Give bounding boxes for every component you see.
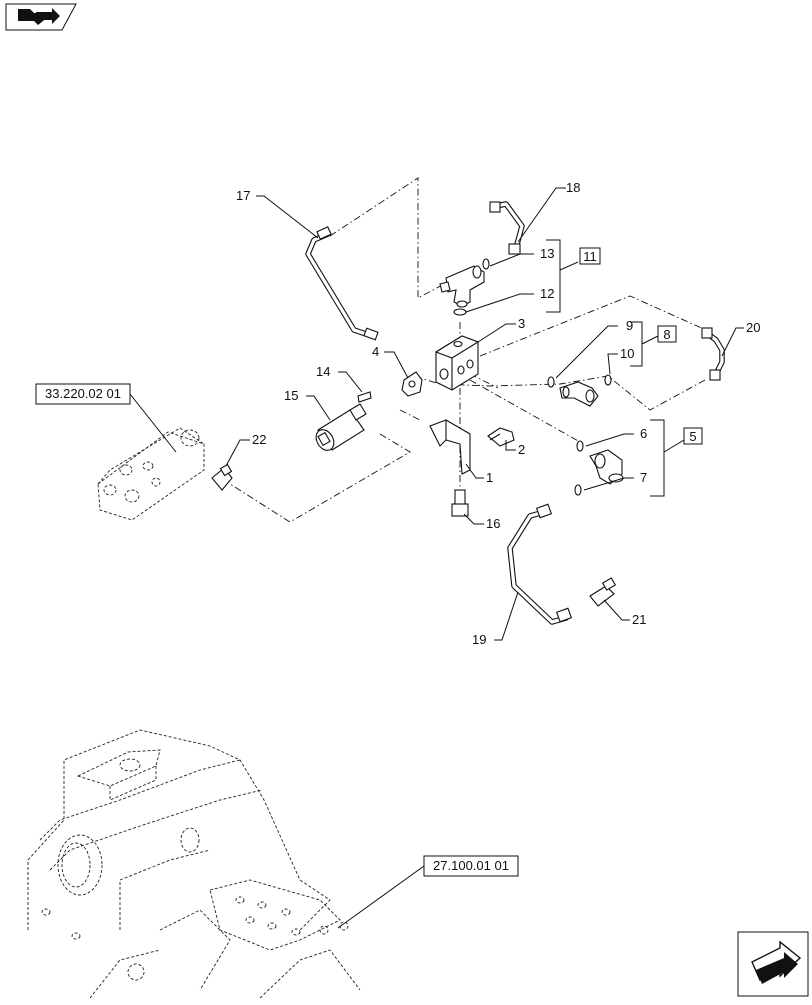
callout-box-11[interactable]: 11 — [579, 247, 601, 265]
callout-6[interactable]: 6 — [585, 426, 647, 447]
pipe-20[interactable] — [701, 327, 725, 381]
callout-22[interactable]: 22 — [225, 432, 266, 467]
callout-8: 8 — [663, 327, 670, 342]
valve-assembly-ghost — [97, 427, 205, 521]
callout-2[interactable]: 2 — [505, 440, 525, 457]
callout-20[interactable]: 20 — [721, 320, 760, 357]
svg-text:15: 15 — [284, 388, 298, 403]
svg-text:14: 14 — [316, 364, 330, 379]
screw-14[interactable] — [357, 391, 372, 403]
callout-17[interactable]: 17 — [236, 188, 319, 239]
callout-16[interactable]: 16 — [463, 513, 500, 531]
svg-text:7: 7 — [640, 470, 647, 485]
tee-fitting[interactable] — [439, 265, 485, 308]
callout-19[interactable]: 19 — [472, 591, 519, 647]
callout-9[interactable]: 9 — [555, 318, 633, 379]
fitting-21[interactable] — [589, 577, 617, 607]
reference-bottom-label: 27.100.01 01 — [433, 858, 509, 873]
solenoid-15[interactable] — [313, 403, 367, 454]
pipe-17[interactable] — [305, 226, 379, 341]
book-arrow-icon[interactable] — [5, 3, 77, 31]
svg-text:16: 16 — [486, 516, 500, 531]
elbow-8[interactable] — [559, 381, 599, 407]
svg-text:20: 20 — [746, 320, 760, 335]
svg-text:9: 9 — [626, 318, 633, 333]
washer-7[interactable] — [574, 484, 582, 496]
callout-13[interactable]: 13 — [489, 246, 554, 267]
svg-text:12: 12 — [540, 286, 554, 301]
svg-text:6: 6 — [640, 426, 647, 441]
reference-box-bottom[interactable]: 27.100.01 01 — [337, 855, 519, 929]
group-bracket-5 — [650, 419, 685, 497]
bolt-16[interactable] — [451, 489, 469, 517]
bolt-2[interactable] — [487, 427, 515, 447]
bracket-1[interactable] — [429, 419, 471, 475]
elbow-5[interactable] — [589, 449, 624, 485]
callout-10[interactable]: 10 — [607, 346, 634, 375]
connection-lines — [229, 177, 707, 523]
callout-21[interactable]: 21 — [603, 599, 646, 627]
callout-4[interactable]: 4 — [372, 344, 409, 379]
valve-block[interactable] — [434, 335, 480, 391]
svg-text:10: 10 — [620, 346, 634, 361]
svg-text:13: 13 — [540, 246, 554, 261]
group-bracket-11 — [546, 239, 579, 313]
callout-3[interactable]: 3 — [477, 316, 525, 343]
svg-text:22: 22 — [252, 432, 266, 447]
callout-7[interactable]: 7 — [583, 470, 647, 491]
next-page-arrow-icon[interactable] — [737, 931, 809, 997]
svg-text:2: 2 — [518, 442, 525, 457]
plate-4[interactable] — [401, 371, 423, 397]
callout-15[interactable]: 15 — [284, 388, 331, 421]
callout-14[interactable]: 14 — [316, 364, 363, 393]
washer-10[interactable] — [604, 374, 612, 386]
svg-text:17: 17 — [236, 188, 250, 203]
svg-text:21: 21 — [632, 612, 646, 627]
pipe-18[interactable] — [489, 201, 525, 255]
svg-text:4: 4 — [372, 344, 379, 359]
svg-text:18: 18 — [566, 180, 580, 195]
washer-12[interactable] — [453, 308, 467, 316]
svg-text:1: 1 — [486, 470, 493, 485]
callout-12[interactable]: 12 — [465, 286, 554, 313]
callout-18[interactable]: 18 — [517, 180, 580, 243]
fitting-22[interactable] — [211, 463, 233, 491]
callout-box-8[interactable]: 8 — [657, 325, 677, 343]
frame-casting-ghost — [27, 729, 361, 999]
callout-box-5[interactable]: 5 — [683, 427, 703, 445]
callout-11: 11 — [583, 249, 597, 264]
washer-9[interactable] — [547, 376, 555, 388]
pipe-19[interactable] — [507, 503, 573, 625]
reference-left-label: 33.220.02 01 — [45, 386, 121, 401]
washer-6[interactable] — [576, 440, 584, 452]
svg-text:3: 3 — [518, 316, 525, 331]
svg-text:19: 19 — [472, 632, 486, 647]
group-bracket-8 — [630, 321, 659, 367]
callout-5: 5 — [689, 429, 696, 444]
reference-box-left[interactable]: 33.220.02 01 — [35, 383, 177, 453]
callout-1[interactable]: 1 — [465, 463, 493, 485]
washer-13[interactable] — [482, 258, 490, 270]
